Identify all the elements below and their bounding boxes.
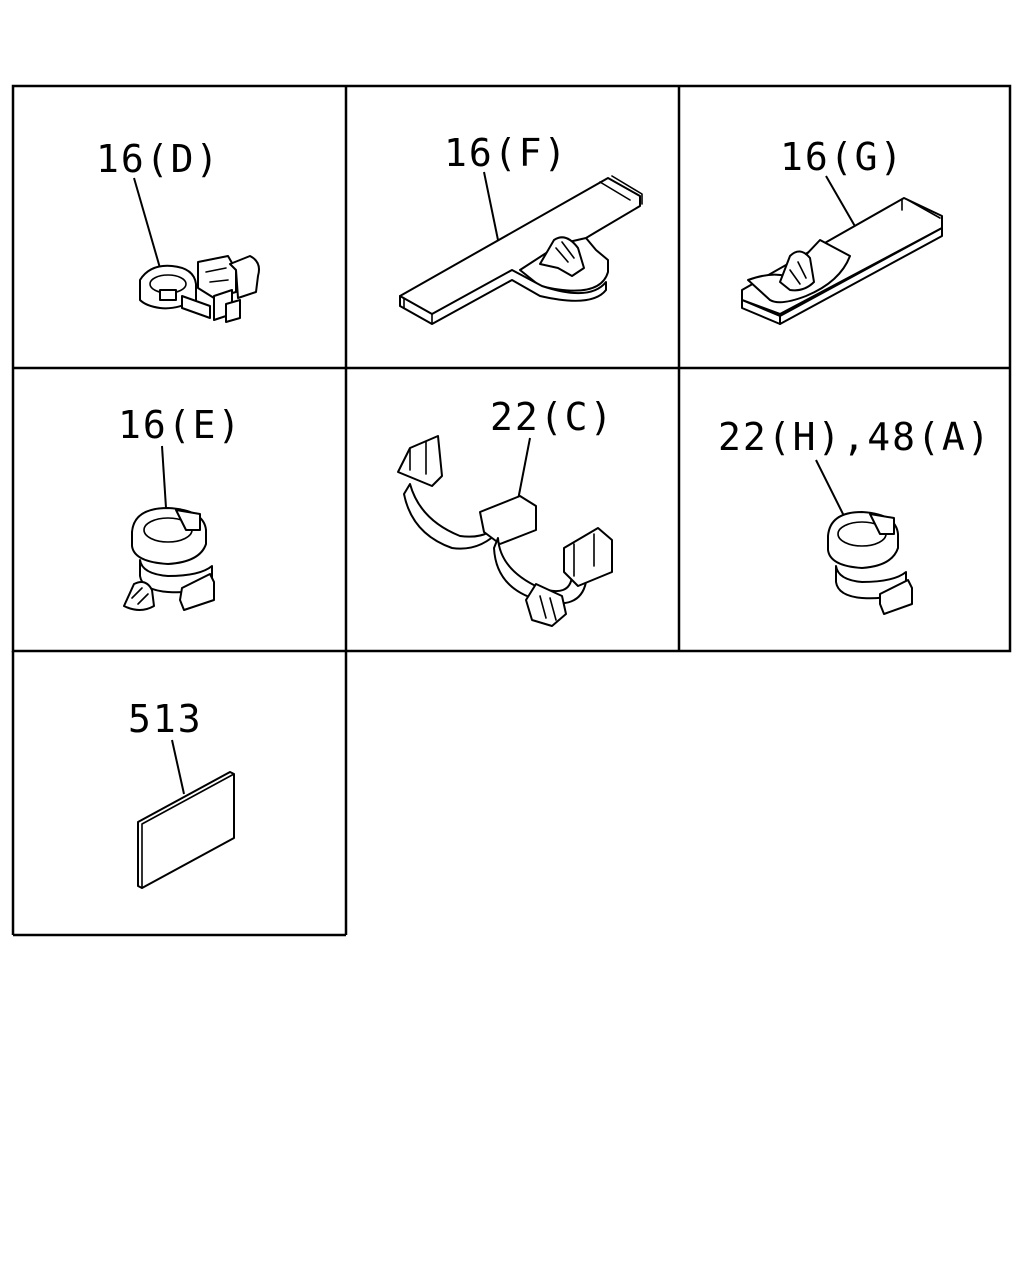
clip-22-c-drawing bbox=[397, 435, 613, 627]
part-label: 16(F) bbox=[444, 131, 568, 175]
pad-513-drawing bbox=[137, 771, 235, 889]
panel-16-f: 16(F) bbox=[399, 131, 643, 325]
leader-line bbox=[483, 171, 499, 241]
panel-16-d: 16(D) bbox=[96, 137, 260, 323]
clip-22-h-48-a-drawing bbox=[827, 511, 913, 615]
part-label: 22(C) bbox=[490, 395, 614, 439]
part-label: 22(H),48(A) bbox=[718, 415, 992, 459]
panel-16-e: 16(E) bbox=[118, 403, 242, 611]
leader-line bbox=[171, 739, 185, 795]
part-label: 16(E) bbox=[118, 403, 242, 447]
panel-513: 513 bbox=[128, 697, 235, 889]
panel-22-h-48-a: 22(H),48(A) bbox=[718, 415, 992, 615]
clip-16-g-drawing bbox=[741, 197, 943, 325]
leader-line bbox=[815, 459, 847, 521]
part-label: 513 bbox=[128, 697, 203, 741]
clip-16-e-drawing bbox=[123, 507, 215, 611]
leader-line bbox=[517, 437, 531, 501]
leader-line bbox=[161, 445, 167, 509]
clip-16-d-drawing bbox=[139, 255, 260, 323]
leader-line bbox=[825, 175, 857, 229]
clip-16-f-drawing bbox=[399, 175, 643, 325]
panel-22-c: 22(C) bbox=[397, 395, 614, 627]
part-label: 16(D) bbox=[96, 137, 220, 181]
part-label: 16(G) bbox=[780, 135, 904, 179]
panel-grid bbox=[11, 84, 1012, 937]
panel-16-g: 16(G) bbox=[741, 135, 943, 325]
leader-line bbox=[133, 177, 161, 269]
